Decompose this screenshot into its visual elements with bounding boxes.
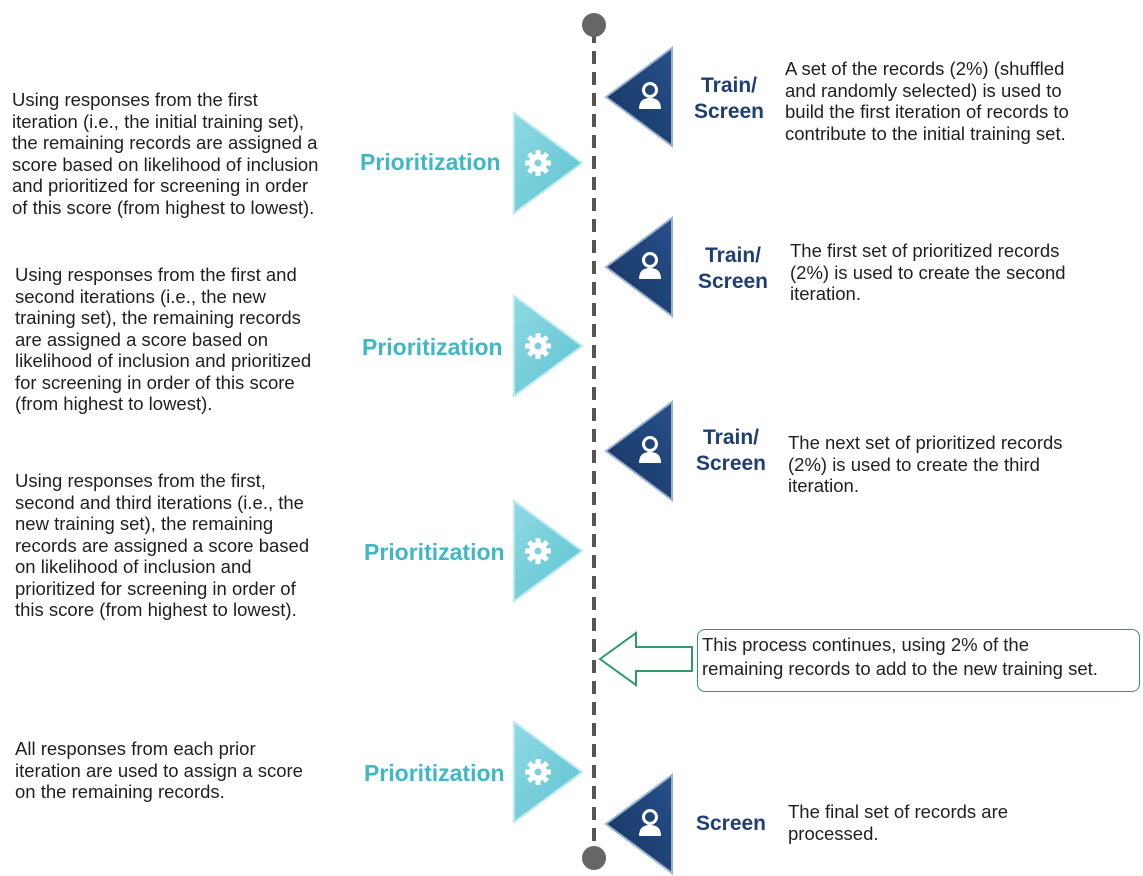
screen-description: The first set of prioritized records (2%…: [790, 240, 1066, 304]
prioritization-label: Prioritization: [362, 334, 503, 360]
screen-label: Train/ Screen: [693, 74, 765, 123]
gear-icon: [525, 759, 551, 785]
screen-marker: [604, 46, 673, 148]
continue-callout: This process continues, using 2% of the …: [697, 629, 1140, 692]
prioritization-description: Using responses from the first, second a…: [15, 470, 310, 620]
screen-description: A set of the records (2%) (shuffled and …: [785, 58, 1069, 144]
screen-description: The next set of prioritized records (2%)…: [788, 432, 1063, 496]
person-icon: [639, 252, 661, 279]
prioritization-label: Prioritization: [364, 539, 505, 565]
timeline-start-dot: [582, 13, 606, 37]
prioritization-label: Prioritization: [364, 760, 505, 786]
person-icon: [639, 82, 661, 109]
gear-icon: [525, 150, 551, 176]
timeline-end-dot: [582, 846, 606, 870]
screen-marker: [604, 216, 673, 318]
screen-description: The final set of records are processed.: [788, 801, 1009, 844]
person-icon: [639, 436, 661, 463]
screen-label: Train/ Screen: [695, 426, 767, 475]
continue-arrow: [598, 631, 693, 687]
person-icon: [639, 809, 661, 836]
prioritization-marker: [513, 294, 584, 398]
screen-label: Screen: [695, 812, 767, 835]
prioritization-marker: [513, 720, 584, 824]
gear-icon: [525, 333, 551, 359]
prioritization-label: Prioritization: [360, 149, 501, 175]
screen-label: Train/ Screen: [697, 244, 769, 293]
prioritization-description: All responses from each prior iteration …: [15, 738, 303, 802]
prioritization-marker: [513, 111, 584, 215]
screen-marker: [604, 773, 673, 875]
prioritization-marker: [513, 499, 584, 603]
prioritization-description: Using responses from the first iteration…: [12, 89, 319, 218]
screen-marker: [604, 400, 673, 502]
gear-icon: [525, 538, 551, 564]
prioritization-description: Using responses from the first and secon…: [15, 264, 312, 414]
